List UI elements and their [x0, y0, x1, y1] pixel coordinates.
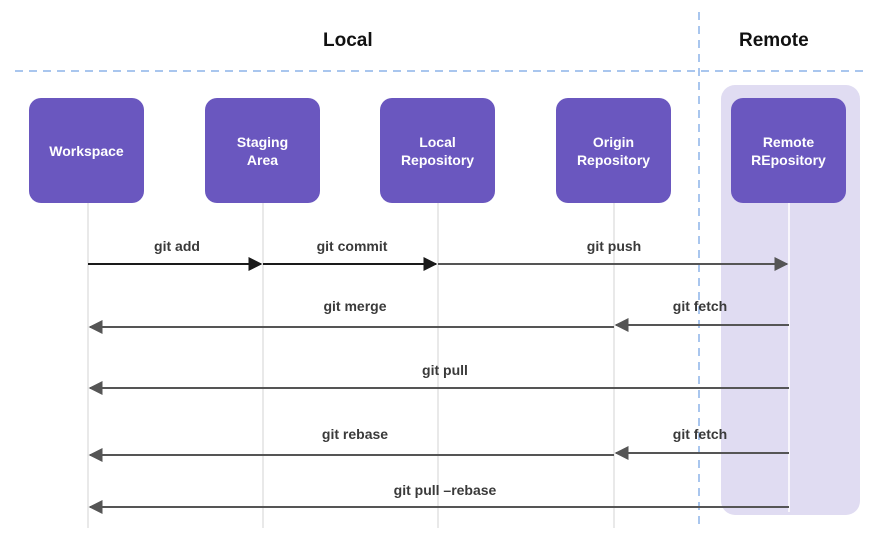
- section-title-local: Local: [323, 30, 373, 51]
- node-label: Origin Repository: [576, 133, 651, 168]
- label-git-commit: git commit: [316, 238, 388, 254]
- label-git-rebase: git rebase: [321, 426, 389, 442]
- label-git-pull-rebase: git pull –rebase: [393, 482, 497, 498]
- node-label: Remote REpository: [751, 133, 826, 168]
- node-remote-repository: Remote REpository: [731, 98, 846, 203]
- label-git-fetch-1: git fetch: [672, 298, 728, 314]
- label-git-push: git push: [586, 238, 642, 254]
- node-staging-area: Staging Area: [205, 98, 320, 203]
- node-label: Local Repository: [400, 133, 475, 168]
- label-git-pull: git pull: [422, 362, 468, 378]
- node-origin-repository: Origin Repository: [556, 98, 671, 203]
- label-git-merge: git merge: [323, 298, 387, 314]
- label-git-fetch-2: git fetch: [672, 426, 728, 442]
- section-title-remote: Remote: [739, 30, 809, 51]
- node-workspace: Workspace: [29, 98, 144, 203]
- node-label: Workspace: [49, 142, 124, 159]
- node-label: Staging Area: [236, 133, 289, 168]
- node-local-repository: Local Repository: [380, 98, 495, 203]
- label-git-add: git add: [154, 238, 200, 254]
